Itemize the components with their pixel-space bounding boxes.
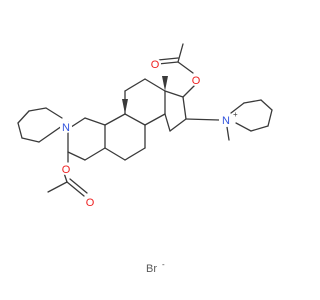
atom-o-3: O xyxy=(62,164,71,176)
charge-minus: - xyxy=(162,260,165,269)
methyl-wedge-c10 xyxy=(122,99,128,114)
atom-o-carbonyl-bottom: O xyxy=(86,197,95,209)
atom-n-piperidinium: N xyxy=(222,115,230,127)
stereo-wedges xyxy=(122,76,168,114)
atom-o-17: O xyxy=(192,75,201,87)
methyl-wedge-c13 xyxy=(162,76,168,91)
atom-n-piperidine: N xyxy=(62,122,70,134)
chemical-structure: O O N + N O O Br - xyxy=(17,43,273,275)
atom-o-carbonyl-top: O xyxy=(151,59,160,71)
bond-skeleton xyxy=(17,43,273,197)
atom-labels: O O N + N O O Br - xyxy=(60,58,238,275)
charge-plus: + xyxy=(233,110,238,119)
bromide-ion: Br xyxy=(146,263,157,275)
